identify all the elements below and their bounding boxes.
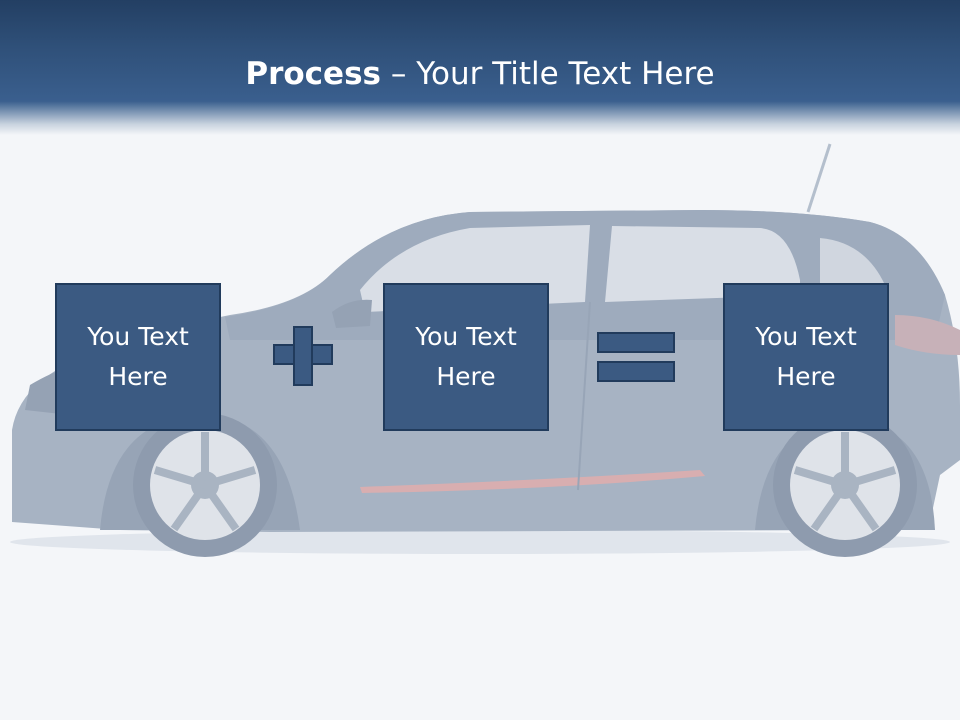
text-box-3: You Text Here bbox=[723, 283, 889, 431]
equals-icon-bar-bottom bbox=[597, 361, 675, 382]
text-box-1: You Text Here bbox=[55, 283, 221, 431]
title-rest: – Your Title Text Here bbox=[381, 56, 715, 92]
text-box-2: You Text Here bbox=[383, 283, 549, 431]
slide-title: Process – Your Title Text Here bbox=[0, 52, 960, 96]
text-box-3-label: You Text Here bbox=[755, 322, 857, 391]
text-box-2-label: You Text Here bbox=[415, 322, 517, 391]
text-box-1-label: You Text Here bbox=[87, 322, 189, 391]
title-strong: Process bbox=[245, 56, 381, 92]
plus-icon-center bbox=[295, 346, 311, 363]
title-bar bbox=[0, 0, 960, 135]
equals-icon-bar-top bbox=[597, 332, 675, 353]
